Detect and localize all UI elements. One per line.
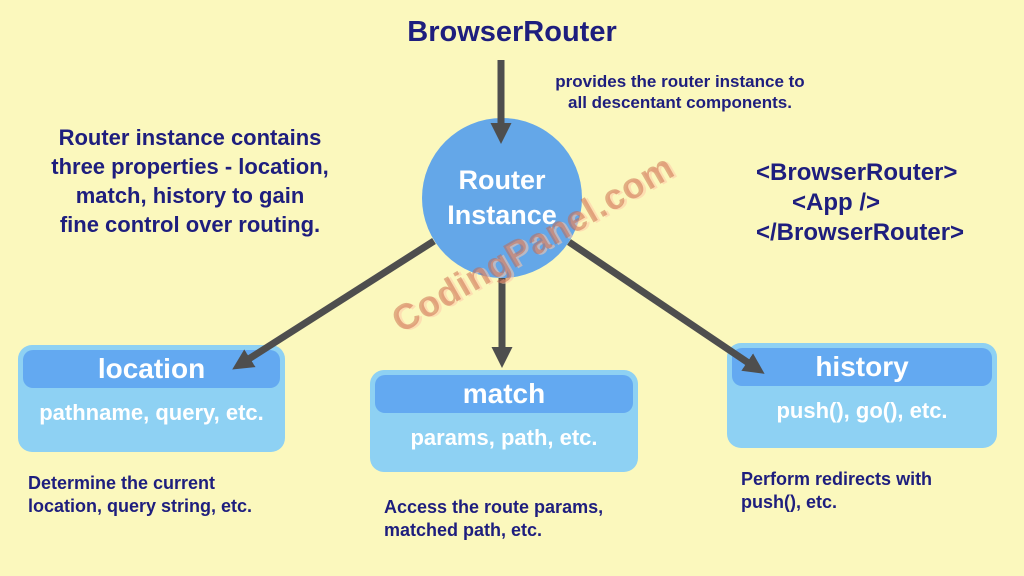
location-node: location pathname, query, etc. xyxy=(18,345,285,452)
location-caption: Determine the current location, query st… xyxy=(28,473,253,516)
code-line-open: <BrowserRouter> xyxy=(756,159,958,186)
history-caption: Perform redirects with push(), etc. xyxy=(741,469,933,512)
code-line-app: <App /> xyxy=(792,189,881,216)
match-node-detail: params, path, etc. xyxy=(410,425,598,450)
arrow-instance-to-history xyxy=(567,239,765,374)
history-node-title: history xyxy=(732,348,992,386)
router-properties-note: Router instance contains three propertie… xyxy=(51,125,329,237)
location-node-detail: pathname, query, etc. xyxy=(39,400,264,425)
location-node-title: location xyxy=(23,350,280,388)
match-caption: Access the route params, matched path, e… xyxy=(384,497,604,540)
code-line-close: </BrowserRouter> xyxy=(756,219,965,246)
match-node-title: match xyxy=(375,375,633,413)
diagram-title: BrowserRouter xyxy=(407,16,617,48)
match-node: match params, path, etc. xyxy=(370,370,638,472)
history-node: history push(), go(), etc. xyxy=(727,343,997,448)
provides-note: provides the router instance to all desc… xyxy=(555,72,805,112)
arrow-instance-to-location xyxy=(232,238,436,370)
code-snippet: <BrowserRouter> <App /> </BrowserRouter> xyxy=(756,158,964,248)
router-instance-node: Router Instance xyxy=(422,118,582,278)
history-node-detail: push(), go(), etc. xyxy=(776,398,948,423)
router-instance-label: Router Instance xyxy=(447,165,557,230)
